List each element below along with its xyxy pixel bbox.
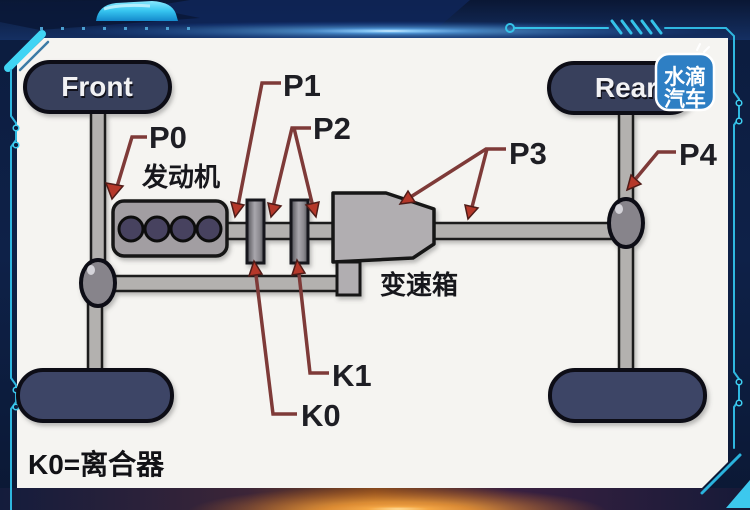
shuidi-auto-logo: 水滴 汽车 xyxy=(654,43,716,112)
k1-arrowhead xyxy=(290,258,307,276)
front-output-shaft xyxy=(106,274,341,293)
logo-background xyxy=(654,52,716,112)
p0-leader xyxy=(114,135,147,191)
differentials xyxy=(79,197,645,308)
front-differential xyxy=(79,258,117,308)
bottom-right-corner-triangle xyxy=(726,480,750,508)
clutch-k1-bar xyxy=(289,198,310,265)
k0-arrowhead xyxy=(247,259,264,277)
p3-arrowhead-b xyxy=(464,204,480,221)
p0-arrowhead xyxy=(104,182,125,201)
p3-label: P3 xyxy=(509,136,547,171)
gearbox-label: 变速箱 xyxy=(380,270,458,300)
rear-wheel-label: Rear xyxy=(595,72,657,103)
bottom-left-line xyxy=(10,451,12,510)
top-right-slashes xyxy=(610,19,663,35)
front-left-tire xyxy=(16,368,174,423)
logo-line1: 水滴 xyxy=(664,65,706,89)
p4-arrowhead xyxy=(625,173,643,192)
engine-cylinders xyxy=(117,215,223,243)
top-left-corner-band xyxy=(4,30,46,72)
orange-glow xyxy=(188,486,608,510)
k0-leader xyxy=(254,274,297,416)
logo-sparkle-icon xyxy=(696,43,710,53)
gearbox xyxy=(331,191,436,297)
p3-leader-b xyxy=(469,148,489,212)
k1-leader xyxy=(297,273,329,375)
logo-line2: 汽车 xyxy=(664,87,706,111)
front-axle-tire xyxy=(23,60,172,114)
legend-text: K0=离合器 xyxy=(28,448,165,480)
rear-right-tire xyxy=(548,368,707,423)
p2-leader-a xyxy=(271,126,311,208)
engine-to-gearbox-shaft xyxy=(223,221,339,241)
clutch-k0-bar xyxy=(245,198,266,265)
p1-leader xyxy=(236,81,281,207)
gearbox-front-output xyxy=(335,260,362,297)
p2-label: P2 xyxy=(313,111,351,146)
left-accent-circles xyxy=(12,124,20,411)
leader-lines xyxy=(114,81,676,416)
p1-label: P1 xyxy=(283,68,321,103)
diagram-panel xyxy=(17,38,728,488)
gearbox-to-rear-shaft xyxy=(431,221,615,241)
rear-lower-shaft xyxy=(617,243,635,374)
p3-arrowhead-a xyxy=(398,189,417,205)
p2-leader-b xyxy=(292,127,315,208)
p4-label: P4 xyxy=(679,137,718,172)
top-left-dots xyxy=(40,27,190,30)
engine-label: 发动机 xyxy=(141,162,220,192)
front-wheel-label: Front xyxy=(61,71,133,102)
front-upper-shaft xyxy=(89,108,107,265)
rear-differential xyxy=(607,197,645,249)
k1-label: K1 xyxy=(332,358,372,393)
engine-block xyxy=(111,199,229,258)
p0-label: P0 xyxy=(149,120,187,155)
k0-label: K0 xyxy=(301,398,341,433)
front-lower-shaft xyxy=(86,301,104,374)
p1-arrowhead xyxy=(229,200,246,219)
arrow-heads xyxy=(104,173,643,277)
right-accent-circles xyxy=(735,99,743,407)
p2-arrowhead-b xyxy=(304,201,320,219)
p4-leader xyxy=(631,150,676,184)
rear-upper-shaft xyxy=(617,110,635,206)
frame-accents xyxy=(4,19,750,510)
p2-arrowhead-a xyxy=(267,202,283,219)
